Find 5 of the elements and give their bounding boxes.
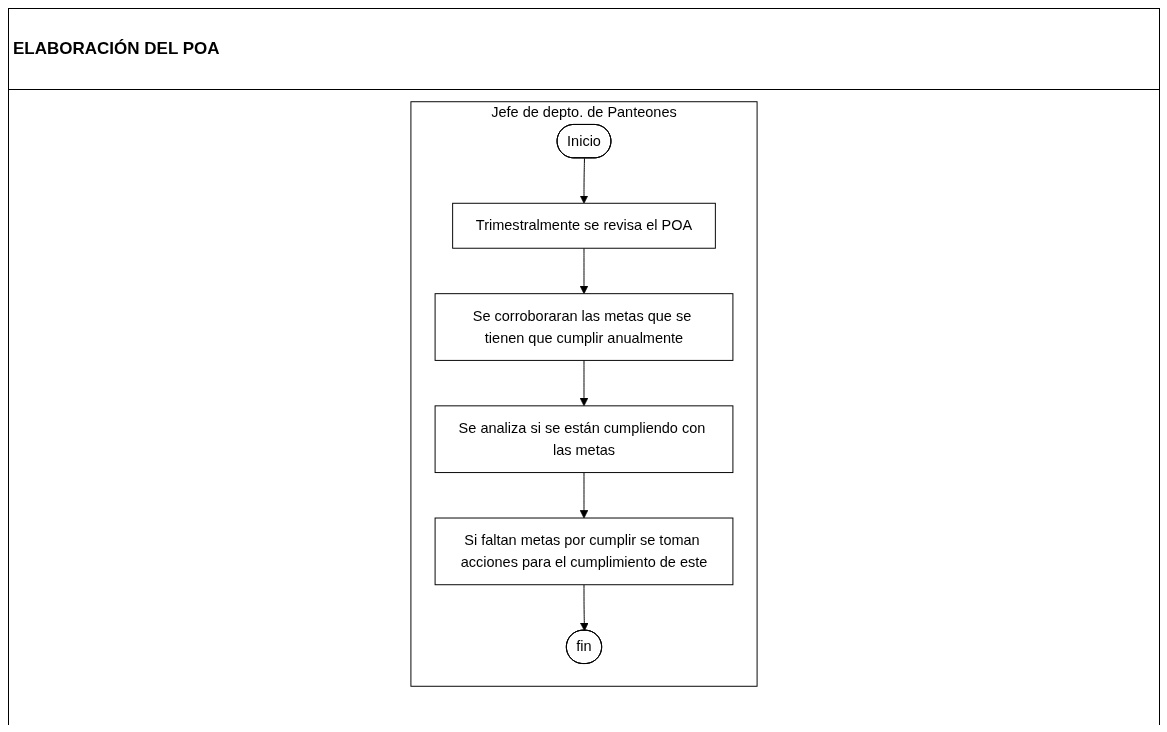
diagram-title: ELABORACIÓN DEL POA (9, 9, 1159, 90)
node-box: Trimestralmente se revisa el POA (452, 202, 716, 249)
node-box: Se corroboraran las metas que se tienen que cumplir anualmente (434, 293, 734, 361)
node-box: Se analiza si se están cumpliendo con las metas (434, 405, 734, 474)
node-box: Si faltan metas por cumplir se toman acciones para el cumplimiento de este (434, 517, 734, 586)
